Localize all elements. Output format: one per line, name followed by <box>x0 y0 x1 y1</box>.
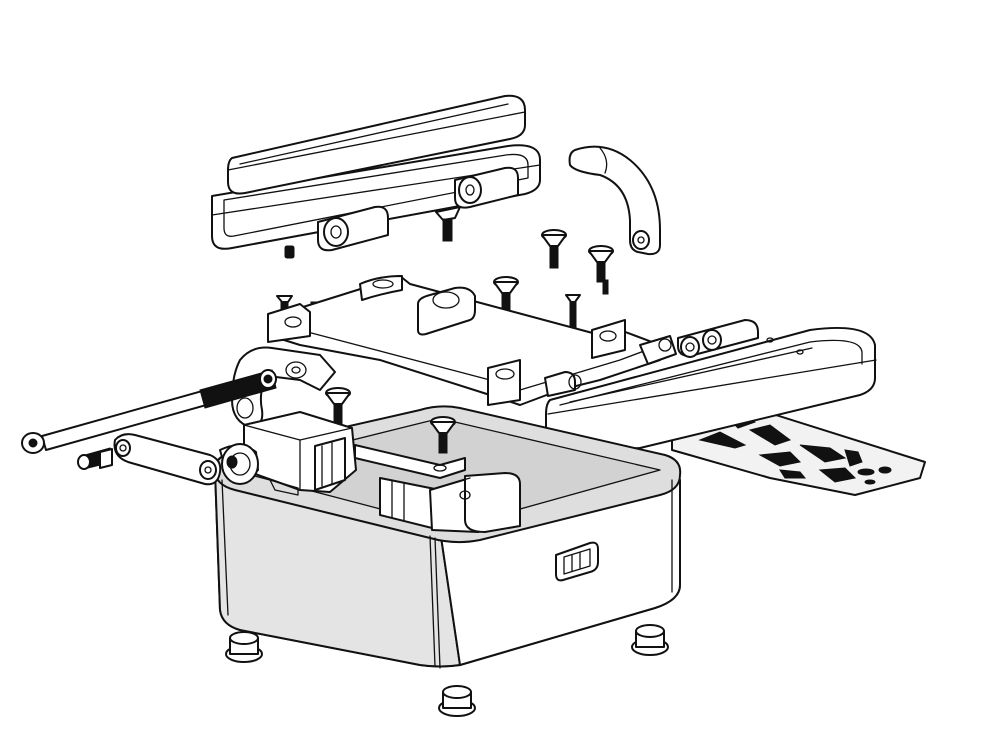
top-lid <box>227 94 526 195</box>
countersunk-screw-5 <box>430 416 456 454</box>
side-lid-hinge <box>677 319 759 358</box>
internal-mechanism <box>354 444 521 533</box>
countersunk-screw-2 <box>588 245 614 295</box>
foot-right <box>631 624 669 656</box>
long-bolt <box>21 369 277 454</box>
enclosure-side-slot <box>555 541 599 582</box>
countersunk-screw-1 <box>541 229 567 269</box>
foot-front-center <box>438 685 476 717</box>
circuit-traces <box>698 414 892 485</box>
foot-front-left <box>225 631 263 663</box>
link-arm <box>113 433 222 486</box>
top-lid-hinge-right <box>454 166 519 209</box>
long-bolt-thread <box>199 369 277 409</box>
servo-motor <box>219 411 357 496</box>
bracket-plate <box>267 275 677 406</box>
side-lid <box>545 326 877 451</box>
curved-clamp <box>568 145 661 256</box>
short-bolt <box>77 447 113 470</box>
countersunk-screw-4 <box>325 387 351 425</box>
circuit-board <box>671 409 926 496</box>
countersunk-screw-3 <box>493 276 519 314</box>
top-lid-hinge-left <box>317 205 389 252</box>
pin-screw-1 <box>565 294 581 331</box>
screw-under-lid-right <box>435 206 461 242</box>
screw-under-lid-left <box>284 245 295 259</box>
